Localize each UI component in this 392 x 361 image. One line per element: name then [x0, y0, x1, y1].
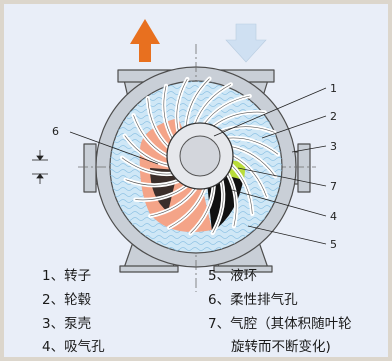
- gas-pocket-dark-left: [150, 168, 178, 212]
- up-arrow-icon: [130, 19, 160, 62]
- rotor-blade-edge: [213, 111, 265, 127]
- leader-lines: [69, 87, 327, 245]
- legend-number: 3: [42, 316, 51, 332]
- legend-text: 转子: [64, 268, 92, 284]
- rotor-blade-edge: [133, 115, 168, 157]
- callout-2: 2: [330, 110, 337, 123]
- rotor-blade-edge: [227, 137, 279, 155]
- legend-item-gas-cavity-continued: 旋转而不断变化): [231, 339, 331, 355]
- shaft: [179, 135, 221, 177]
- callout-4: 4: [330, 210, 337, 223]
- clearance-mark: [32, 150, 48, 184]
- legend-number: 1: [42, 268, 51, 284]
- legend-text: 旋转而不断变化): [231, 339, 331, 355]
- legend-item-gas-cavity: 7、气腔（其体积随叶轮: [208, 316, 352, 332]
- rotor-blade-edge: [231, 146, 276, 177]
- rotor-blade-edge: [176, 78, 188, 132]
- legend-item-suction-port: 4、吸气孔: [42, 339, 105, 355]
- rotor-blade-edge: [212, 180, 224, 234]
- rotor-blade-edge: [204, 95, 250, 124]
- rotor-blade-edge: [121, 157, 173, 175]
- legend-number: 5: [208, 268, 217, 284]
- legend-text: 泵壳: [64, 316, 92, 332]
- rotor-blade-edge: [227, 173, 237, 227]
- rotor-blade-edge: [135, 185, 187, 201]
- legend-text: 柔性排气孔: [230, 292, 298, 308]
- rotor-blades: [119, 76, 281, 236]
- legend-item-rotor: 1、转子: [42, 268, 92, 284]
- rotor-blade-edge: [163, 85, 173, 139]
- legend-text: 吸气孔: [64, 339, 105, 355]
- legend-text: 轮毂: [64, 292, 92, 308]
- legend-number: 7: [208, 316, 217, 332]
- callout-1: 1: [330, 82, 337, 95]
- rotor-blade-edge: [125, 179, 179, 186]
- rotor-blade-edge: [150, 188, 196, 217]
- callout-6: 6: [52, 125, 59, 138]
- callout-5: 5: [330, 238, 337, 251]
- rotor-blade-edge: [231, 165, 253, 214]
- rotor-blade-edge: [147, 98, 169, 147]
- legend-item-casing: 3、泵壳: [42, 316, 92, 332]
- callout-7: 7: [330, 180, 337, 193]
- rotor-blade-edge: [168, 188, 205, 228]
- rotor-blade-edge: [190, 185, 214, 234]
- legend-item-flexible-discharge-port: 6、柔性排气孔: [208, 292, 298, 308]
- rotor-blade-edge: [232, 155, 267, 197]
- legend-number: 6: [208, 292, 217, 308]
- legend-item-liquid-ring: 5、液环: [208, 268, 258, 284]
- rotor-blade-edge: [195, 84, 232, 124]
- rotor-blade-edge: [221, 126, 275, 133]
- legend-number: 4: [42, 339, 51, 355]
- down-arrow-icon: [225, 23, 267, 63]
- legend-text: 气腔（其体积随叶轮: [230, 316, 352, 332]
- rotor-blade-edge: [186, 78, 210, 127]
- legend-text: 液环: [230, 268, 258, 284]
- callout-3: 3: [330, 140, 337, 153]
- rotor-blade-edge: [124, 135, 169, 166]
- legend-number: 2: [42, 292, 51, 308]
- legend-item-hub: 2、轮毂: [42, 292, 92, 308]
